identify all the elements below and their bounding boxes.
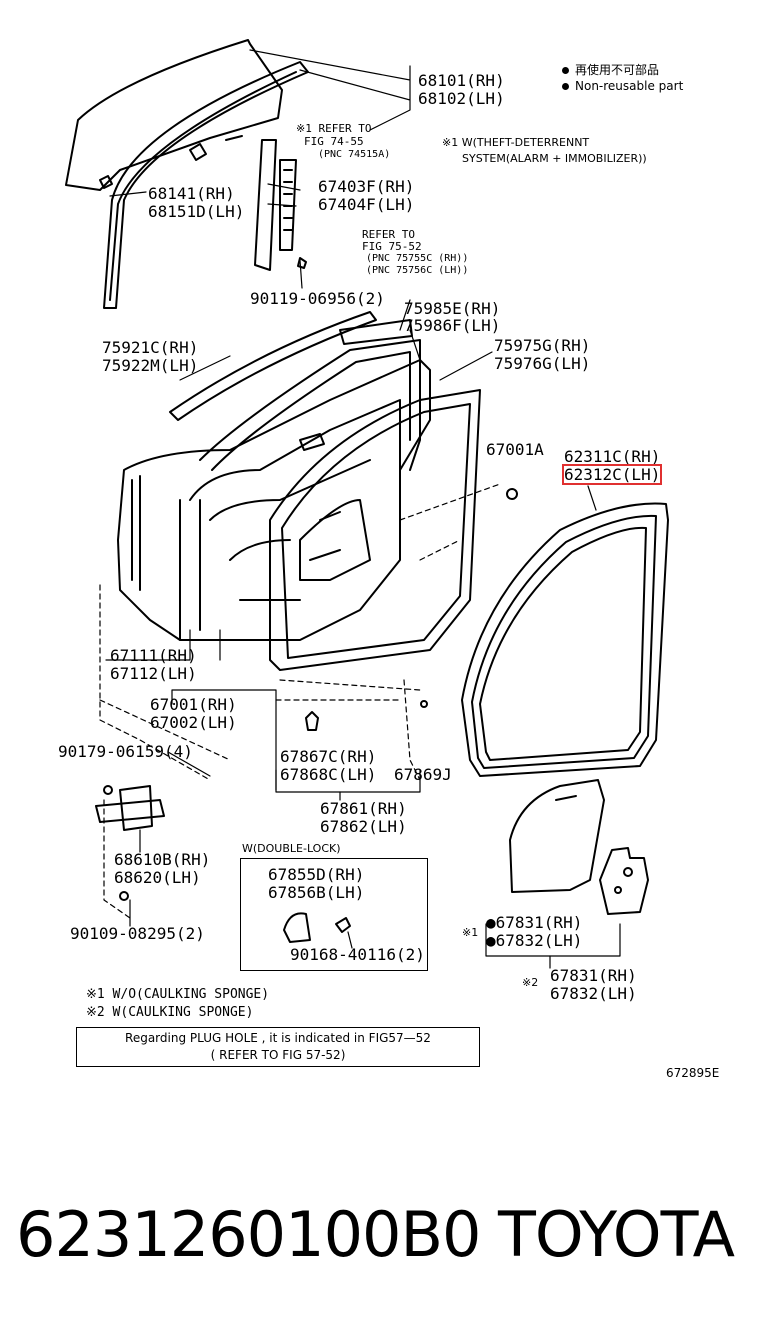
label-90109[interactable]: 90109-08295(2) [70,924,205,943]
window-frame-shape [199,339,421,471]
label-62312-highlighted[interactable]: 62312C(LH) [561,464,663,485]
label-67831-2[interactable]: 67831(RH) [550,966,637,985]
weatherstrip-shape [461,502,669,777]
label-68102[interactable]: 68102(LH) [418,89,505,108]
label-75986[interactable]: 75986F(LH) [404,316,501,335]
bullet-icon [562,67,569,74]
label-75975[interactable]: 75975G(RH) [494,336,591,355]
figure-code: 672895E [666,1066,720,1080]
inner-frame-shape [269,389,481,671]
belt-moulding-shape [169,311,377,421]
door-assembly-drawing [65,39,669,969]
label-67831-1[interactable]: ●67831(RH) [486,913,583,932]
legend-text-en: Non-reusable part [575,79,684,93]
label-75921[interactable]: 75921C(RH) [102,338,199,357]
label-67832-1[interactable]: ●67832(LH) [486,931,583,950]
lock-knob-shape [283,912,311,943]
label-90168[interactable]: 90168-40116(2) [290,945,425,964]
refer-note-1b[interactable]: FIG 74-55 [304,135,364,148]
door-check-shape [95,799,165,823]
theft-note-1: ※1 W(THEFT-DETERRENNT [442,136,590,149]
legend-row-2: Non-reusable part [562,78,683,94]
label-68620[interactable]: 68620(LH) [114,868,201,887]
part-number: 6231260100B0 [16,1198,481,1271]
legend: 再使用不可部品 Non-reusable part [562,62,683,94]
label-90119[interactable]: 90119-06956(2) [250,289,385,308]
label-67832-2[interactable]: 67832(LH) [550,984,637,1003]
refer-note-1a: ※1 REFER TO [296,122,372,135]
label-68141[interactable]: 68141(RH) [148,184,235,203]
refbox-line-1: Regarding PLUG HOLE , it is indicated in… [125,1031,431,1045]
label-67861[interactable]: 67861(RH) [320,799,407,818]
refer-note-2d: (PNC 75756C (LH)) [366,265,469,276]
notes: ※1 W/O(CAULKING SPONGE) ※2 W(CAULKING SP… [86,986,269,1022]
refbox-line-2[interactable]: ( REFER TO FIG 57-52) [210,1048,346,1062]
double-lock-box [240,858,428,971]
brand-name: TOYOTA [498,1198,735,1271]
label-67001[interactable]: 67001(RH) [150,695,237,714]
label-67111[interactable]: 67111(RH) [110,646,197,665]
legend-row-1: 再使用不可部品 [562,62,683,78]
label-67404[interactable]: 67404F(LH) [318,195,415,214]
label-67856[interactable]: 67856B(LH) [268,883,365,902]
legend-text-jp: 再使用不可部品 [575,63,660,77]
label-67002[interactable]: 67002(LH) [150,713,237,732]
refer-note-2b[interactable]: FIG 75-52 [362,240,422,253]
label-62311[interactable]: 62311C(RH) [564,447,661,466]
note-2: ※2 W(CAULKING SPONGE) [86,1005,254,1020]
label-67868[interactable]: 67868C(LH) [280,765,377,784]
label-67862[interactable]: 67862(LH) [320,817,407,836]
double-lock-title: W(DOUBLE-LOCK) [242,842,341,855]
label-68101[interactable]: 68101(RH) [418,71,505,90]
note-1: ※1 W/O(CAULKING SPONGE) [86,987,270,1002]
label-68151[interactable]: 68151D(LH) [148,202,245,221]
mark-2: ※2 [522,976,539,989]
service-cover-1 [509,779,605,893]
mark-1: ※1 [462,926,479,939]
label-67112[interactable]: 67112(LH) [110,664,197,683]
refer-note-2c: (PNC 75755C (RH)) [366,253,469,264]
label-68610[interactable]: 68610B(RH) [114,850,211,869]
service-cover-2 [599,847,649,915]
label-67869[interactable]: 67869J [394,765,452,784]
parts-diagram: 再使用不可部品 Non-reusable part 68101(RH) 6810… [58,39,720,1080]
label-67867[interactable]: 67867C(RH) [280,747,377,766]
bullet-icon [562,83,569,90]
refer-note-1c: (PNC 74515A) [318,149,391,160]
theft-note-2: SYSTEM(ALARM + IMMOBILIZER)) [462,152,647,165]
label-67403[interactable]: 67403F(RH) [318,177,415,196]
label-75922[interactable]: 75922M(LH) [102,356,199,375]
division-bar-shape [254,139,277,271]
label-67001a[interactable]: 67001A [486,440,544,459]
refer-note-2a: REFER TO [362,228,415,241]
label-75976[interactable]: 75976G(LH) [494,354,591,373]
label-67855[interactable]: 67855D(RH) [268,865,365,884]
plug-hole-reference-box: Regarding PLUG HOLE , it is indicated in… [76,1027,480,1067]
label-75985[interactable]: 75985E(RH) [404,299,501,318]
door-glass-shape [65,39,283,191]
label-90179[interactable]: 90179-06159(4) [58,742,193,761]
